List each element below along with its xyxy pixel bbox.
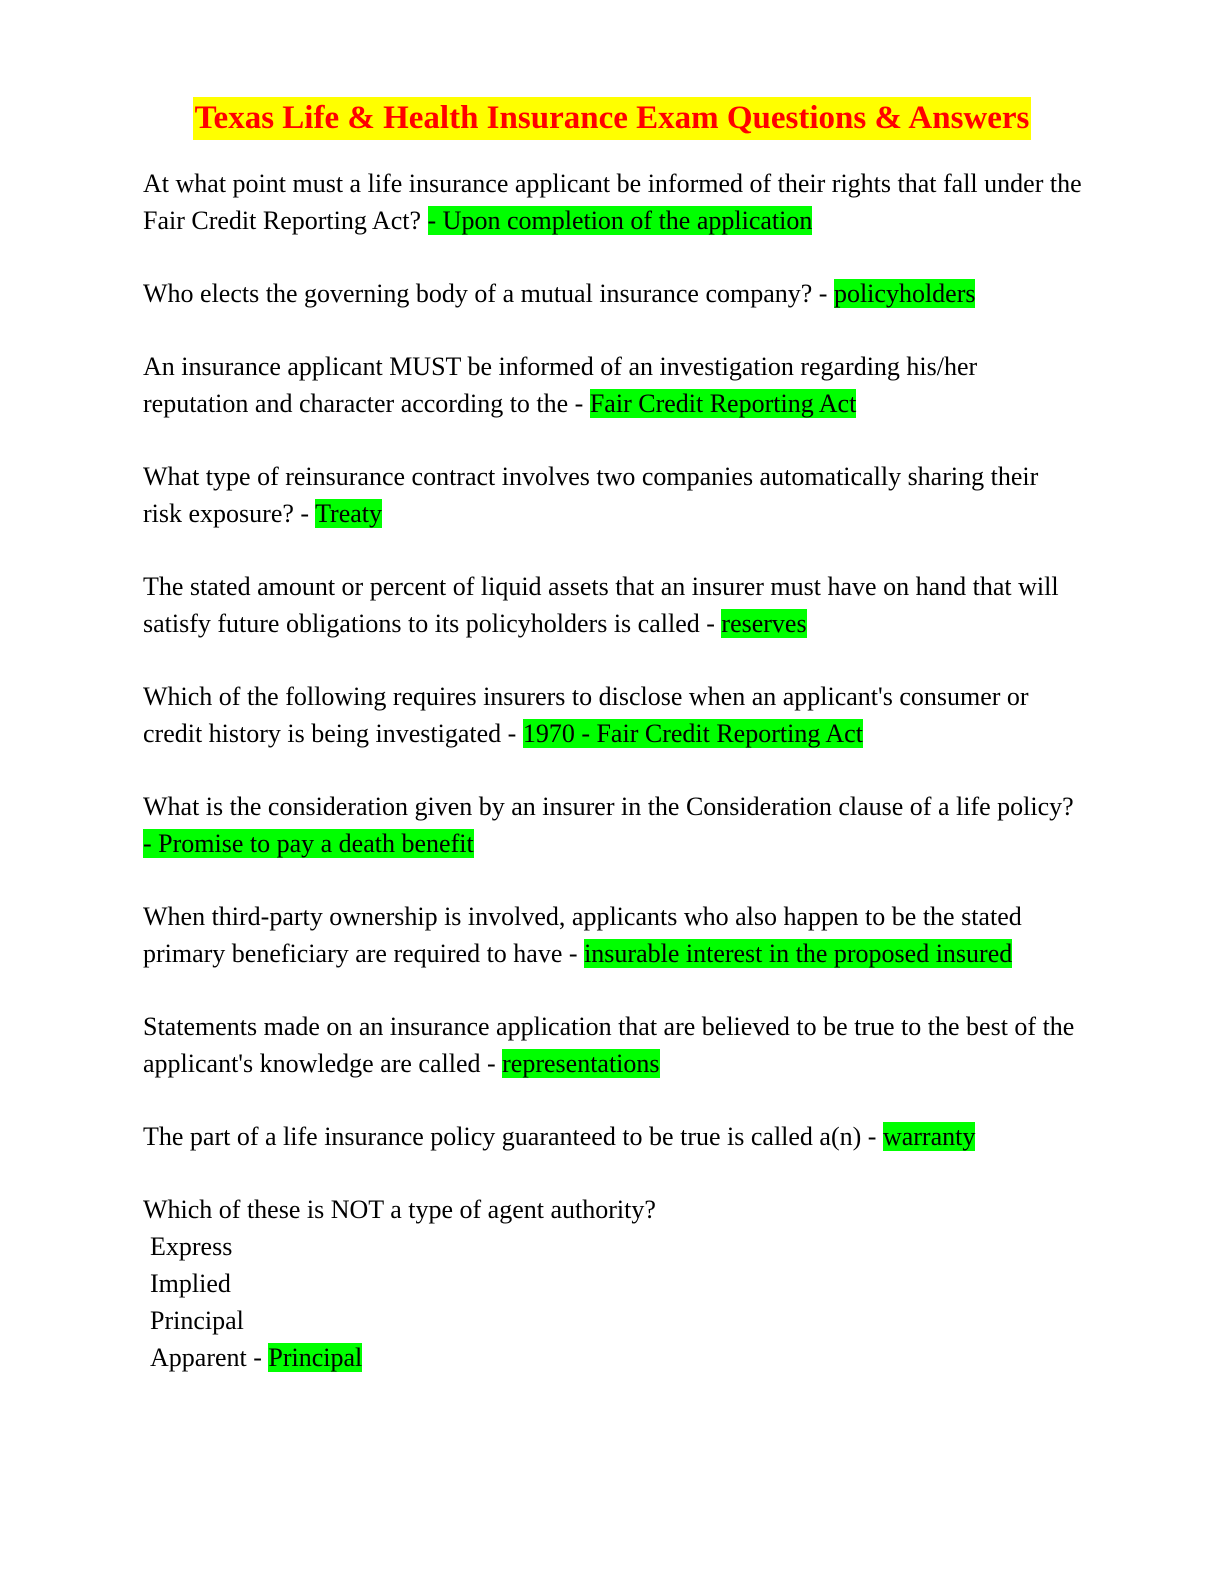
qa-item: Which of the following requires insurers… [143,678,1083,752]
qa-item: Who elects the governing body of a mutua… [143,275,1083,312]
answer-highlight: 1970 - Fair Credit Reporting Act [522,719,863,748]
option-apparent: Apparent - Principal [143,1339,1083,1376]
question-text: The part of a life insurance policy guar… [143,1122,883,1151]
option-apparent-text: Apparent - [150,1343,269,1372]
option-express: Express [150,1232,233,1261]
qa-item: An insurance applicant MUST be informed … [143,348,1083,422]
option-principal: Principal [150,1306,244,1335]
question-text: The stated amount or percent of liquid a… [143,572,1059,638]
qa-item: When third-party ownership is involved, … [143,898,1083,972]
answer-highlight: Principal [268,1343,363,1372]
qa-item: The part of a life insurance policy guar… [143,1118,1083,1155]
answer-highlight: policyholders [833,279,976,308]
question-text: An insurance applicant MUST be informed … [143,352,978,418]
question-text: Which of the following requires insurers… [143,682,1029,748]
qa-item: What is the consideration given by an in… [143,788,1083,862]
question-text: Which of these is NOT a type of agent au… [143,1195,656,1224]
qa-list: At what point must a life insurance appl… [143,165,1083,1412]
question-text: When third-party ownership is involved, … [143,902,1022,968]
qa-item: At what point must a life insurance appl… [143,165,1083,239]
qa-item-agent-authority: Which of these is NOT a type of agent au… [143,1191,1083,1376]
question-text: What type of reinsurance contract involv… [143,462,1039,528]
qa-item: Statements made on an insurance applicat… [143,1008,1083,1082]
page-title: Texas Life & Health Insurance Exam Quest… [192,97,1032,140]
option-implied: Implied [150,1269,231,1298]
answer-highlight: warranty [882,1122,976,1151]
qa-item: The stated amount or percent of liquid a… [143,568,1083,642]
question-text: Statements made on an insurance applicat… [143,1012,1075,1078]
answer-highlight: Treaty [315,499,383,528]
answer-highlight: - Upon completion of the application [427,206,813,235]
answer-highlight: reserves [721,609,807,638]
qa-item: What type of reinsurance contract involv… [143,458,1083,532]
title-wrap: Texas Life & Health Insurance Exam Quest… [0,97,1224,140]
question-text: Who elects the governing body of a mutua… [143,279,834,308]
answer-highlight: representations [502,1049,660,1078]
question-text: At what point must a life insurance appl… [143,169,1082,235]
answer-highlight: Fair Credit Reporting Act [589,389,857,418]
answer-highlight: insurable interest in the proposed insur… [584,939,1013,968]
answer-highlight: - Promise to pay a death benefit [143,829,474,858]
question-text: What is the consideration given by an in… [143,792,1074,821]
